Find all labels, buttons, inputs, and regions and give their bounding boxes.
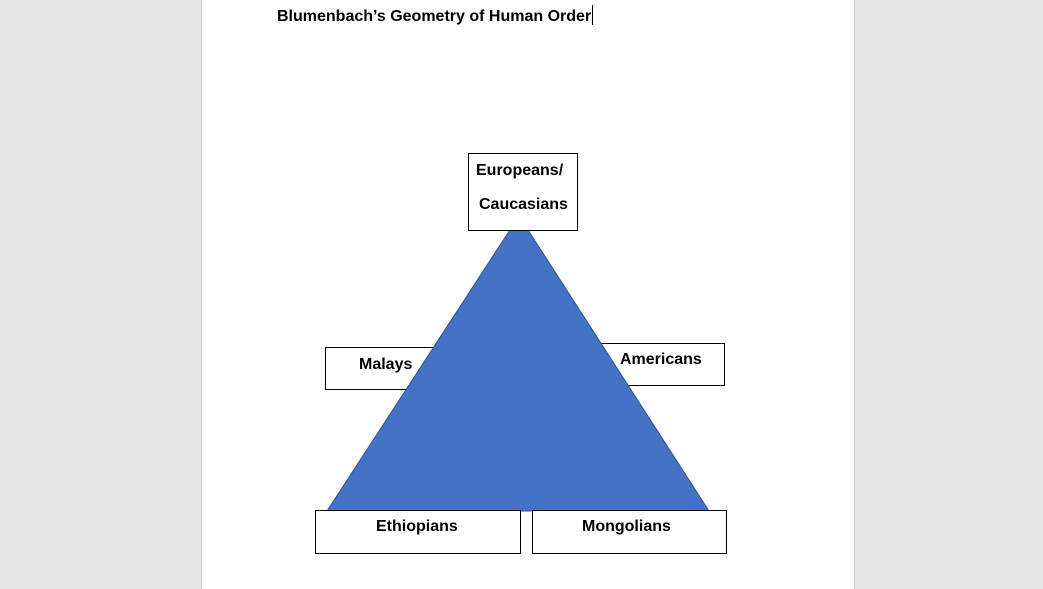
- text-cursor: [592, 5, 594, 25]
- box-ethiopians[interactable]: Ethiopians: [315, 510, 521, 554]
- box-europeans-caucasians[interactable]: Europeans/Caucasians: [468, 153, 578, 231]
- document-title[interactable]: Blumenbach’s Geometry of Human Order: [277, 5, 594, 26]
- triangle-shape[interactable]: [326, 215, 710, 512]
- box-mongolians[interactable]: Mongolians: [532, 510, 727, 554]
